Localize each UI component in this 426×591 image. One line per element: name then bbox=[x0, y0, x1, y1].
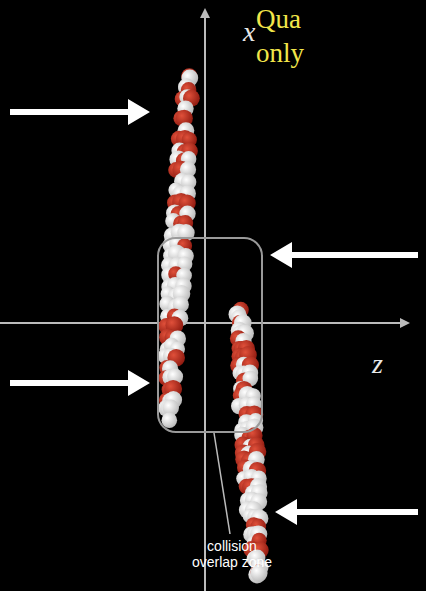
axis-label: z bbox=[372, 348, 383, 380]
arrow-right bbox=[10, 99, 150, 125]
heading-fragment: Qua bbox=[256, 4, 301, 34]
arrow-right bbox=[10, 370, 150, 396]
arrow-left bbox=[275, 499, 418, 525]
nucleon bbox=[162, 413, 178, 429]
axis-label: x bbox=[243, 16, 255, 48]
nuclei bbox=[158, 68, 269, 583]
heading-fragment: only bbox=[256, 38, 304, 68]
overlap-zone-outline bbox=[158, 238, 262, 432]
x-axis bbox=[204, 10, 206, 591]
callout-label: collision overlap zone bbox=[186, 538, 278, 570]
arrow-left bbox=[270, 242, 418, 268]
leader-line bbox=[214, 433, 230, 534]
z-axis bbox=[0, 322, 408, 324]
beam-arrows bbox=[10, 99, 418, 525]
